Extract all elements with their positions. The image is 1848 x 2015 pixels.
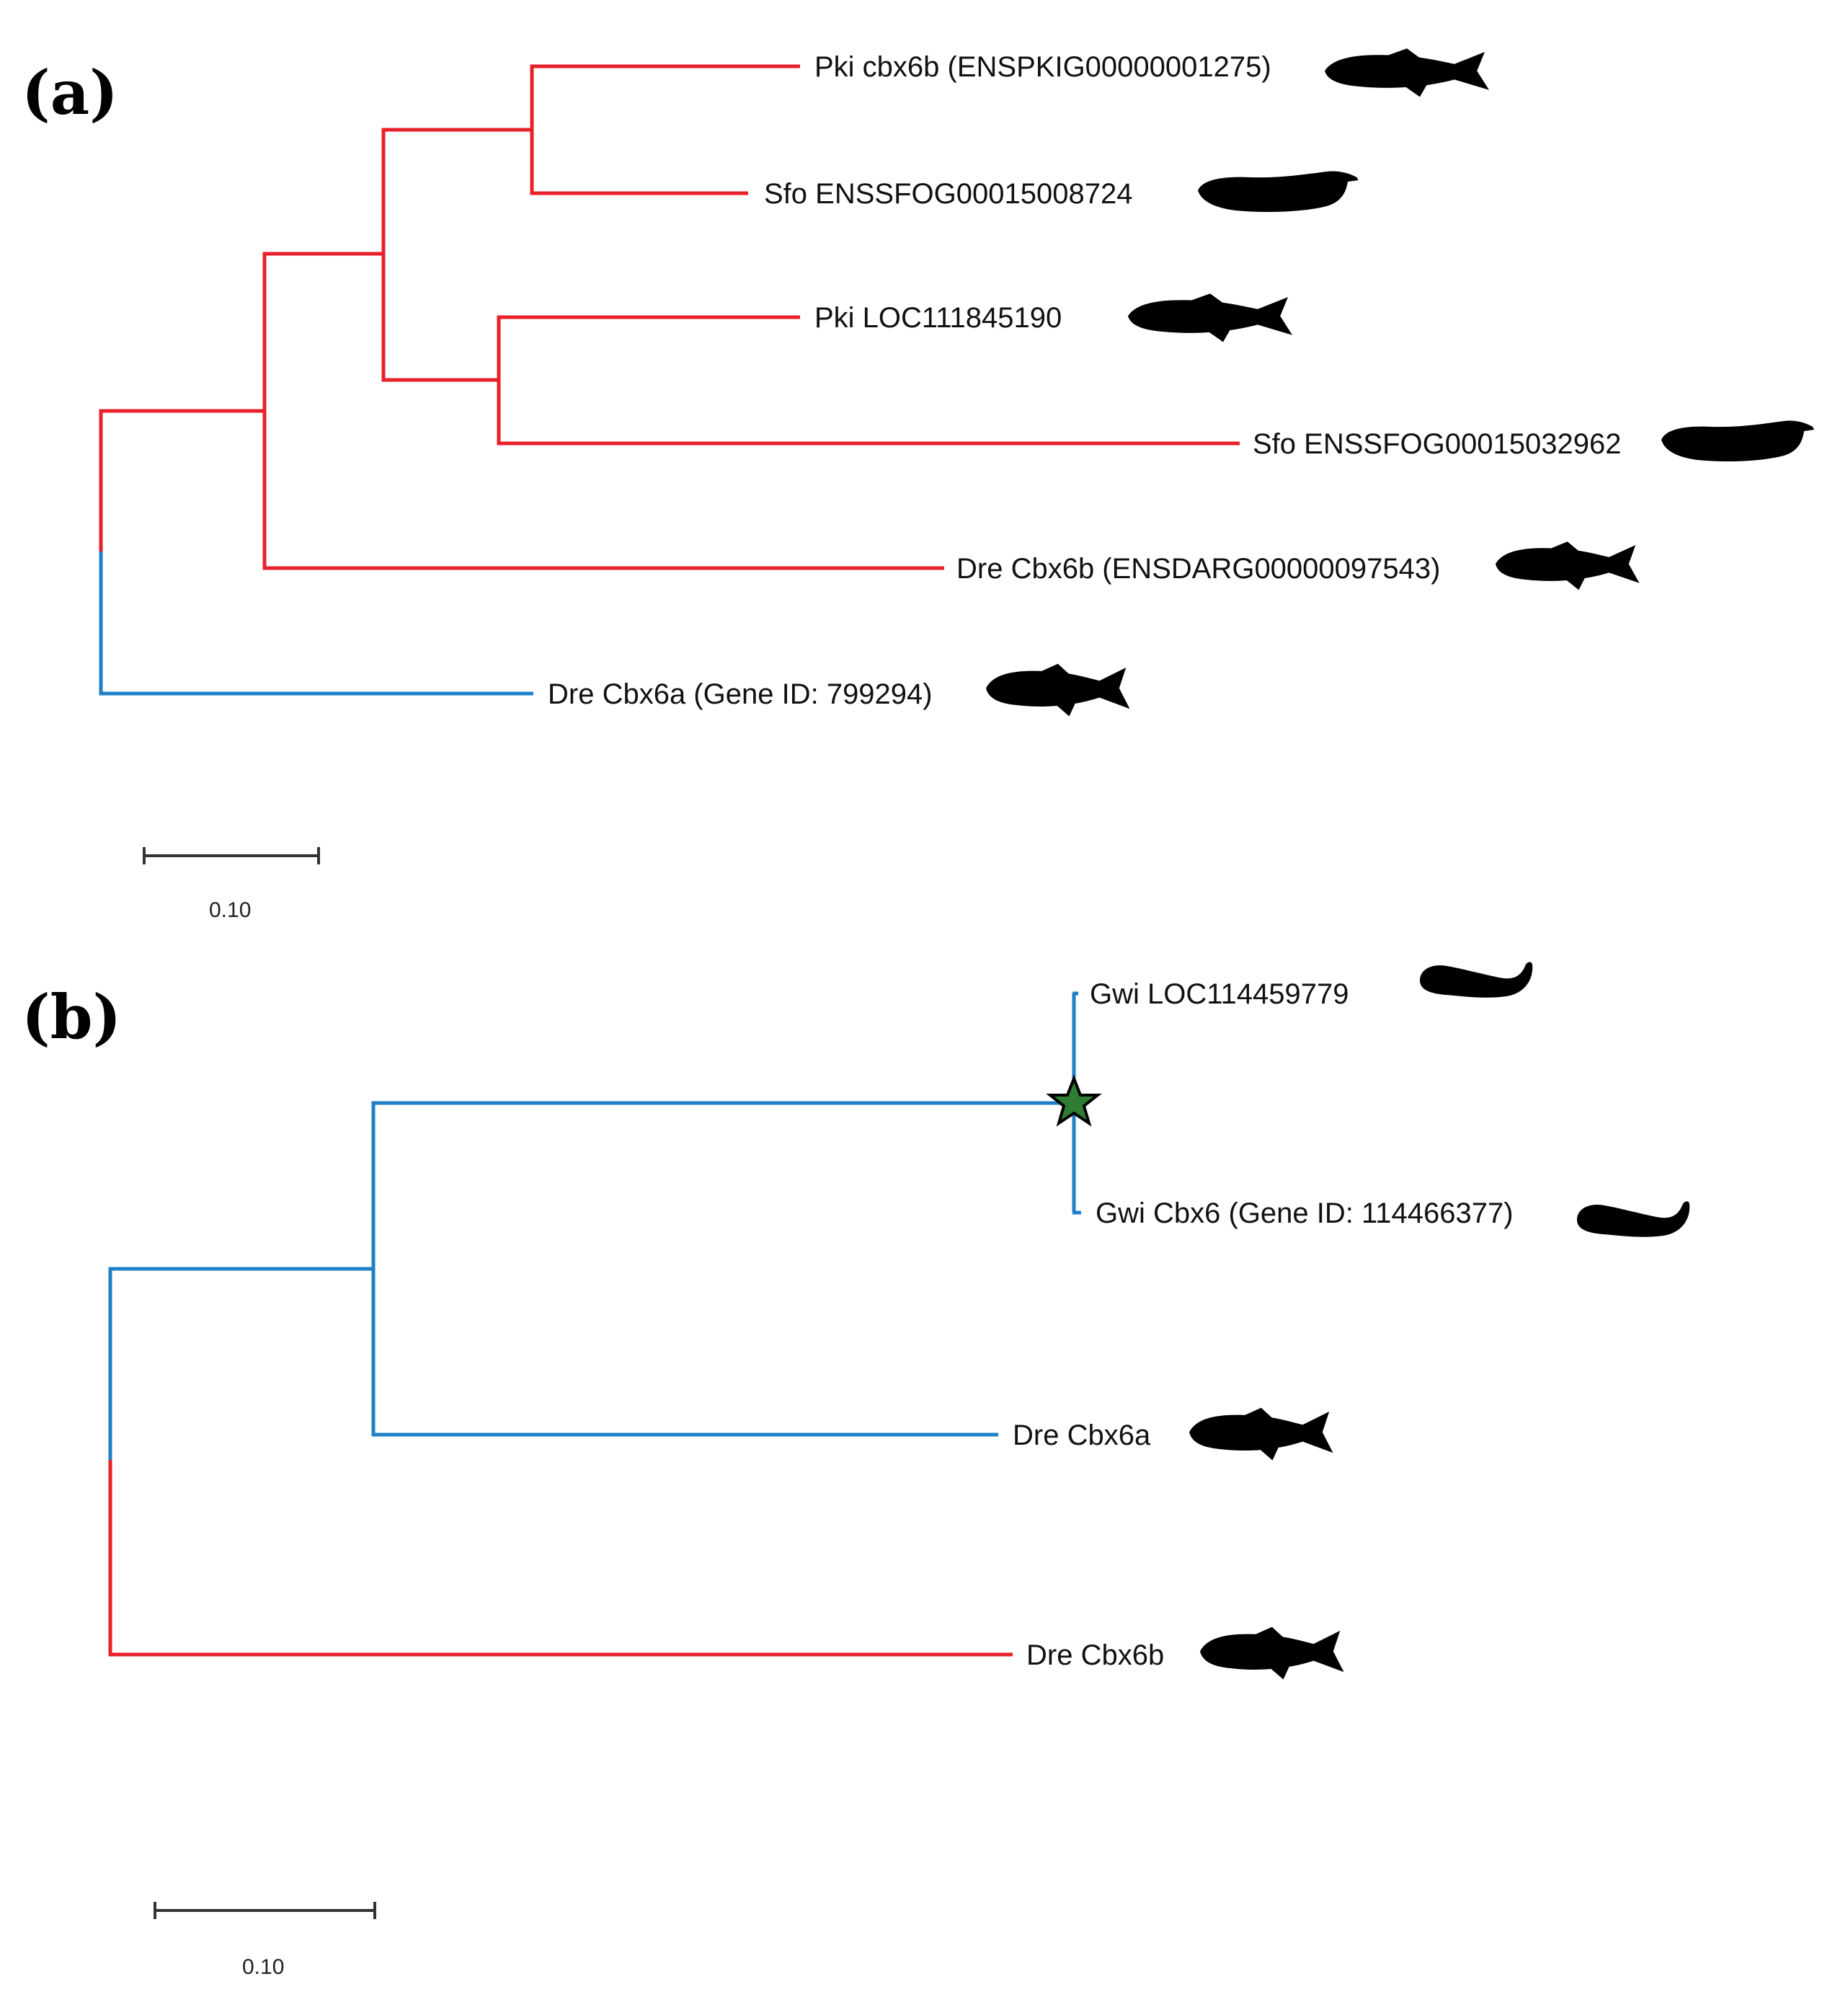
- fish-zebrafish-icon: [1189, 1407, 1333, 1461]
- branch-a-root-red: [99, 409, 265, 552]
- branch-a-node2: [381, 128, 532, 254]
- scale-bar-label-a: 0.10: [209, 898, 251, 922]
- branch-a-node3: [381, 254, 499, 382]
- taxon-label-sfo-032962: Sfo ENSSFOG00015032962: [1253, 428, 1621, 460]
- fish-pike-icon: [1325, 48, 1489, 97]
- taxon-label-sfo-008724: Sfo ENSSFOG00015008724: [764, 178, 1132, 210]
- taxon-label-dre-cbx6a: Dre Cbx6a (Gene ID: 799294): [548, 678, 933, 710]
- taxon-label-dre-cbx6b: Dre Cbx6b (ENSDARG00000097543): [956, 553, 1440, 585]
- scale-bar-a: 0.10: [143, 847, 320, 922]
- fish-pike-icon: [1128, 293, 1292, 342]
- fish-zebrafish-icon: [1200, 1626, 1344, 1680]
- branch-a-node1: [262, 252, 383, 411]
- taxon-label-gwi-loc114459779: Gwi LOC114459779: [1090, 978, 1349, 1010]
- branch-b-root-blue: [108, 1267, 373, 1460]
- panel-a: (a) Pki cbx6b (ENSPKIG00000001275) Sfo E…: [22, 48, 1814, 922]
- taxon-label-pki-loc111845190: Pki LOC111845190: [814, 302, 1062, 334]
- star-icon: [1046, 1074, 1102, 1127]
- fish-zebrafish-icon: [1496, 541, 1640, 590]
- branch-b-dre-cbx6a: [371, 1269, 998, 1437]
- fish-zebrafish-icon: [986, 663, 1130, 717]
- goby-icon: [1420, 962, 1533, 998]
- branch-a-dre-cbx6b: [262, 411, 944, 570]
- taxon-label-pki-cbx6b: Pki cbx6b (ENSPKIG00000001275): [814, 51, 1271, 83]
- branch-a-sfo-032962: [497, 380, 1240, 446]
- branch-a-sfo-008724: [530, 130, 748, 195]
- scale-bar-label-b: 0.10: [242, 1955, 284, 1979]
- panel-b: (b) Gwi LOC114459779 Gwi Cbx6 (Gene ID: …: [22, 962, 1690, 1979]
- taxon-label-dre-cbx6a-b: Dre Cbx6a: [1013, 1420, 1151, 1451]
- branch-b-gwi-node: [371, 1101, 1074, 1269]
- scale-bar-b: 0.10: [154, 1902, 376, 1979]
- fish-arowana-icon: [1661, 420, 1814, 461]
- taxon-label-gwi-cbx6: Gwi Cbx6 (Gene ID: 114466377): [1096, 1197, 1514, 1229]
- fish-arowana-icon: [1198, 171, 1359, 212]
- branch-b-dre-cbx6b: [108, 1460, 1013, 1657]
- tree-b-blue-branches: [108, 991, 1081, 1460]
- branch-a-pki-loc: [497, 315, 800, 380]
- tree-a-red-branches: [99, 64, 1240, 570]
- branch-a-dre-cbx6a: [99, 552, 533, 696]
- panel-label-a: (a): [22, 57, 118, 128]
- branch-a-pki-cbx6b: [530, 64, 800, 130]
- panel-label-b: (b): [22, 981, 121, 1053]
- taxon-label-dre-cbx6b-b: Dre Cbx6b: [1026, 1639, 1164, 1671]
- goby-icon: [1577, 1201, 1690, 1237]
